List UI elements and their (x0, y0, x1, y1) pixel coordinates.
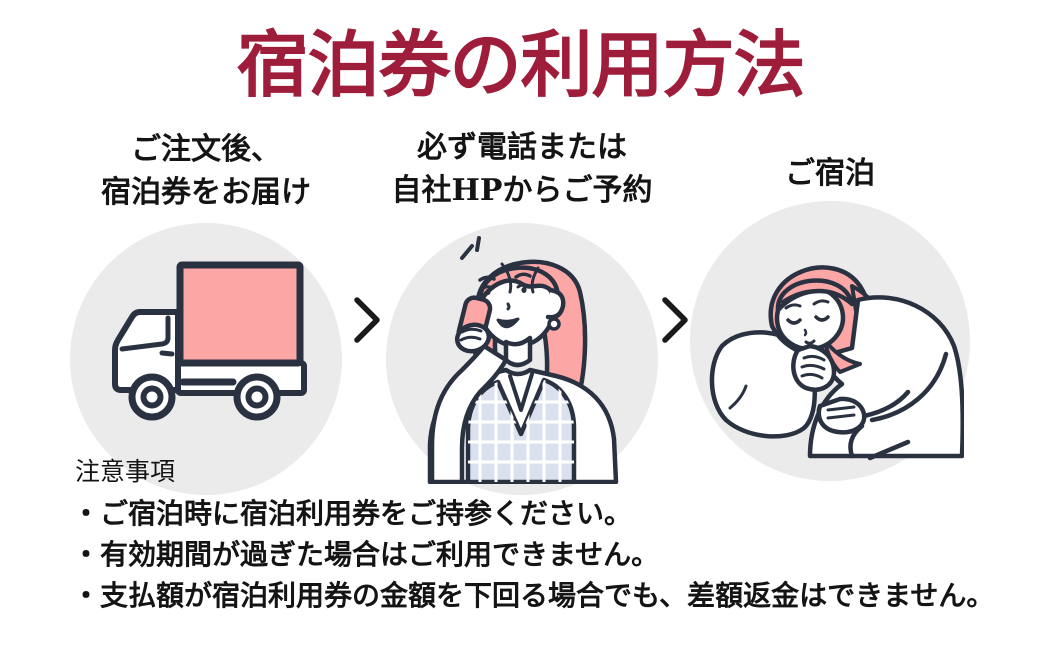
step2-label-line2: 自社HPからご予約 (391, 173, 653, 208)
step2-label: 必ず電話または 自社HPからご予約 (370, 126, 674, 212)
chevron-right-icon (354, 297, 380, 343)
notes-heading: 注意事項 (75, 457, 176, 486)
step3-label: ご宿泊 (690, 152, 970, 195)
note-item: ・支払額が宿泊利用券の金額を下回る場合でも、差額返金はできません。 (72, 579, 995, 612)
woman-sleeping-icon (709, 265, 964, 461)
note-item: ・有効期間が過ぎた場合はご利用できません。 (72, 538, 660, 571)
delivery-truck-icon (112, 261, 307, 421)
step1-label-line2: 宿泊券をお届け (101, 175, 311, 210)
woman-phone-call-icon (427, 236, 619, 484)
step3-label-line1: ご宿泊 (785, 156, 875, 191)
chevron-right-icon (662, 297, 688, 343)
step1-label-line1: ご注文後、 (131, 132, 281, 167)
step1-label: ご注文後、 宿泊券をお届け (40, 128, 372, 214)
note-item: ・ご宿泊時に宿泊利用券をご持参ください。 (72, 497, 633, 530)
step2-label-line1: 必ず電話または (417, 130, 627, 165)
page-title: 宿泊券の利用方法 (236, 22, 805, 107)
